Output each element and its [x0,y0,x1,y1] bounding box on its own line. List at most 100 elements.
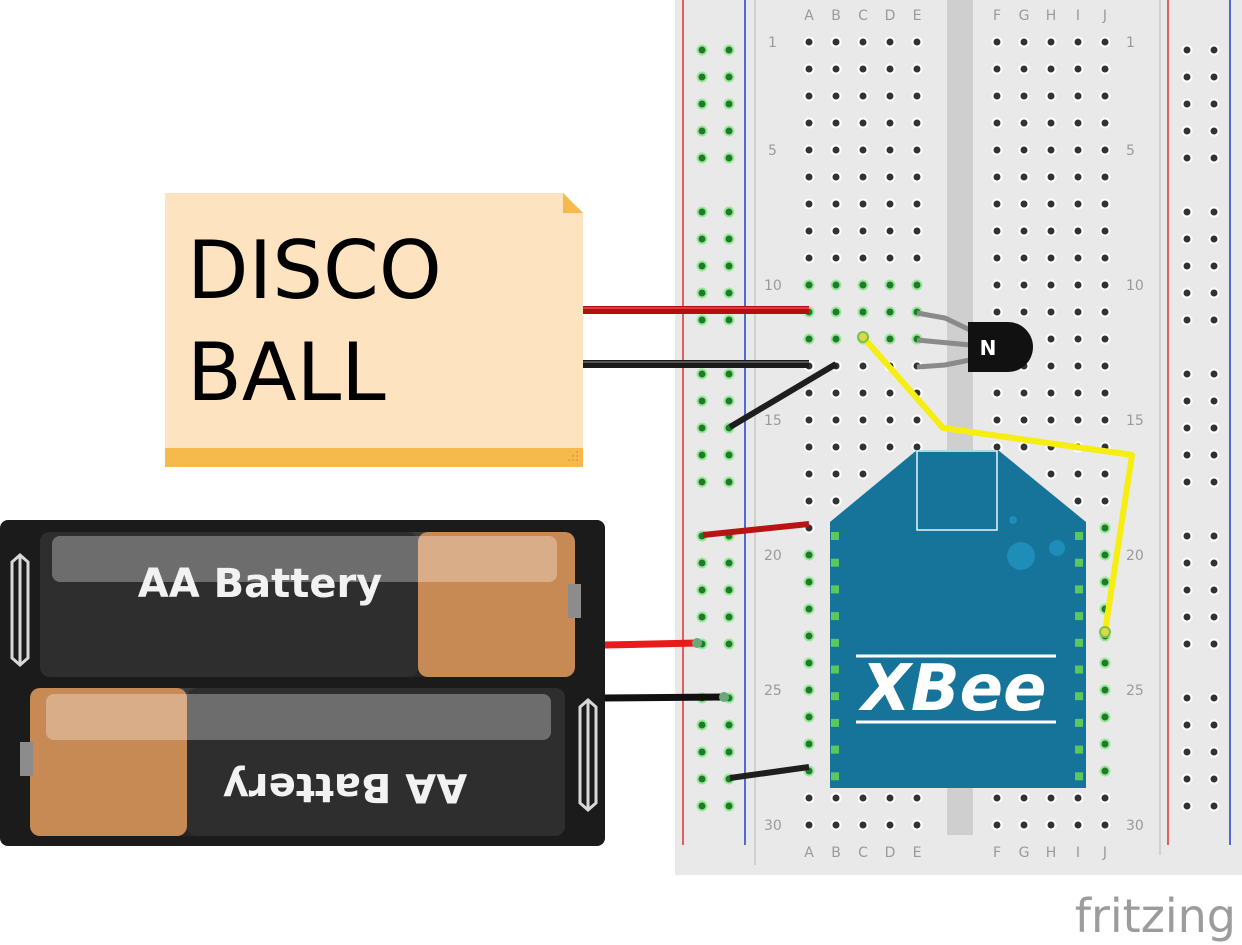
breadboard-hole[interactable] [1099,819,1111,831]
breadboard-hole[interactable] [857,414,869,426]
breadboard-hole-connected[interactable] [723,44,735,56]
breadboard-hole[interactable] [1045,792,1057,804]
breadboard-hole[interactable] [1072,198,1084,210]
breadboard-hole-connected[interactable] [911,279,923,291]
breadboard-hole[interactable] [1099,90,1111,102]
breadboard-hole[interactable] [911,90,923,102]
breadboard-hole[interactable] [1099,171,1111,183]
xbee-module[interactable]: XBee [830,450,1086,788]
breadboard-hole-connected[interactable] [803,603,815,615]
breadboard-hole[interactable] [884,171,896,183]
breadboard-hole[interactable] [1099,495,1111,507]
breadboard-hole[interactable] [1045,279,1057,291]
breadboard-hole[interactable] [991,792,1003,804]
breadboard-hole-connected[interactable] [723,557,735,569]
breadboard-hole[interactable] [911,792,923,804]
breadboard-hole[interactable] [830,63,842,75]
breadboard-hole[interactable] [857,819,869,831]
breadboard-hole[interactable] [1018,441,1030,453]
breadboard-hole[interactable] [991,90,1003,102]
breadboard-hole-connected[interactable] [696,260,708,272]
breadboard-hole-connected[interactable] [696,719,708,731]
breadboard-hole[interactable] [884,792,896,804]
breadboard-hole[interactable] [1181,233,1193,245]
breadboard-hole[interactable] [911,819,923,831]
breadboard-hole[interactable] [1045,225,1057,237]
breadboard-hole-connected[interactable] [1099,684,1111,696]
breadboard-hole-connected[interactable] [696,611,708,623]
breadboard-hole[interactable] [1045,387,1057,399]
breadboard-hole[interactable] [1099,252,1111,264]
breadboard-hole[interactable] [1208,530,1220,542]
breadboard-hole[interactable] [884,144,896,156]
breadboard-hole[interactable] [830,252,842,264]
breadboard-hole[interactable] [1018,198,1030,210]
breadboard-hole-connected[interactable] [723,206,735,218]
wire-yellow[interactable] [860,335,1135,633]
breadboard-hole[interactable] [803,792,815,804]
breadboard-hole[interactable] [1208,611,1220,623]
breadboard-hole[interactable] [1181,260,1193,272]
breadboard-hole[interactable] [911,252,923,264]
breadboard-hole[interactable] [1099,792,1111,804]
breadboard-hole[interactable] [830,117,842,129]
breadboard-hole[interactable] [1018,117,1030,129]
breadboard-hole[interactable] [1099,279,1111,291]
breadboard-hole[interactable] [803,117,815,129]
breadboard-hole-connected[interactable] [696,44,708,56]
breadboard-hole[interactable] [1072,171,1084,183]
breadboard-hole[interactable] [830,225,842,237]
breadboard-hole[interactable] [803,387,815,399]
breadboard-hole-connected[interactable] [1099,738,1111,750]
breadboard-hole[interactable] [1045,144,1057,156]
breadboard-hole-connected[interactable] [723,314,735,326]
breadboard-hole[interactable] [803,198,815,210]
breadboard-hole[interactable] [1208,125,1220,137]
breadboard-hole[interactable] [1018,144,1030,156]
breadboard-hole[interactable] [1181,422,1193,434]
breadboard-hole[interactable] [1018,279,1030,291]
breadboard-hole[interactable] [1099,360,1111,372]
breadboard-hole[interactable] [1208,260,1220,272]
breadboard-hole[interactable] [803,63,815,75]
breadboard-hole[interactable] [830,36,842,48]
breadboard-hole[interactable] [1045,819,1057,831]
breadboard-hole-connected[interactable] [803,279,815,291]
jumper-black-top[interactable] [728,361,838,430]
breadboard-hole[interactable] [1045,171,1057,183]
breadboard-hole[interactable] [1208,638,1220,650]
breadboard-hole[interactable] [1072,225,1084,237]
breadboard-hole-connected[interactable] [723,638,735,650]
breadboard-hole[interactable] [1018,90,1030,102]
breadboard-hole[interactable] [1181,611,1193,623]
breadboard-hole[interactable] [857,90,869,102]
breadboard-hole[interactable] [1181,368,1193,380]
breadboard-hole[interactable] [830,144,842,156]
breadboard-hole-connected[interactable] [803,684,815,696]
jumper-red-middle[interactable] [702,521,810,538]
breadboard-hole[interactable] [1099,117,1111,129]
breadboard-hole-connected[interactable] [696,125,708,137]
breadboard-hole[interactable] [991,441,1003,453]
breadboard-hole[interactable] [803,144,815,156]
breadboard-hole[interactable] [1018,252,1030,264]
breadboard-hole-connected[interactable] [884,306,896,318]
transistor[interactable]: N [916,310,1033,372]
breadboard-hole[interactable] [830,441,842,453]
breadboard-hole-connected[interactable] [696,449,708,461]
breadboard-hole[interactable] [991,819,1003,831]
breadboard-hole-connected[interactable] [1099,522,1111,534]
breadboard-hole-connected[interactable] [830,279,842,291]
breadboard-hole-connected[interactable] [696,287,708,299]
breadboard-hole-connected[interactable] [803,549,815,561]
breadboard-hole[interactable] [1208,476,1220,488]
breadboard-hole[interactable] [1072,468,1084,480]
breadboard-hole-connected[interactable] [723,584,735,596]
breadboard-hole[interactable] [1072,63,1084,75]
breadboard-hole[interactable] [1072,333,1084,345]
breadboard-hole[interactable] [991,414,1003,426]
breadboard-hole[interactable] [857,63,869,75]
breadboard-hole[interactable] [1181,314,1193,326]
jumper-black-bottom[interactable] [729,764,810,781]
breadboard-hole[interactable] [830,387,842,399]
